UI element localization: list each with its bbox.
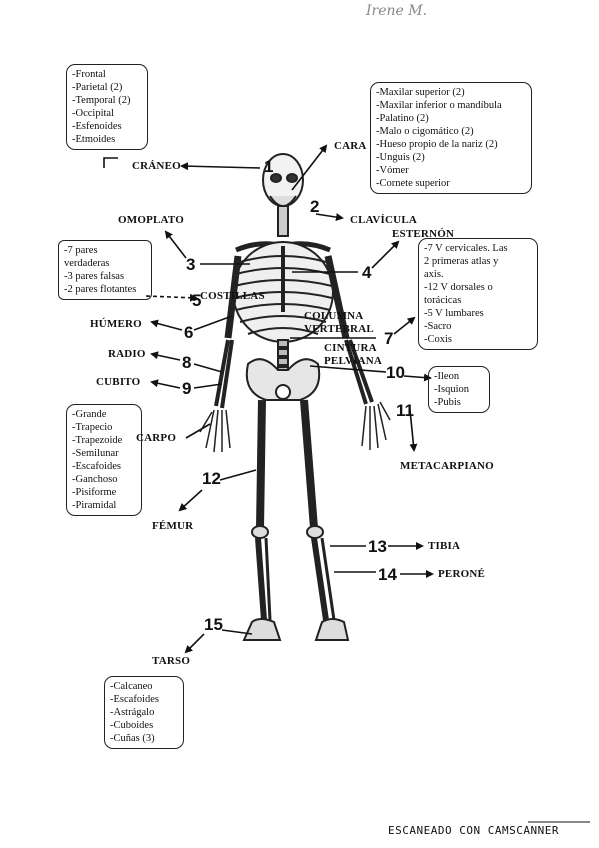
signature: Irene M. [366, 3, 428, 19]
list-item: torácicas [424, 295, 462, 306]
list-item: axis. [424, 269, 444, 280]
number-3: 3 [186, 255, 196, 274]
number-8: 8 [182, 353, 192, 372]
label-femur: FÉMUR [152, 520, 194, 532]
number-13: 13 [368, 537, 387, 556]
list-item: -Maxilar inferior o mandíbula [376, 100, 502, 111]
label-tarso: TARSO [152, 655, 191, 667]
label-cubito: CUBITO [96, 376, 141, 388]
list-item: -7 pares [64, 245, 98, 256]
list-item: -Coxis [424, 334, 453, 345]
list-item: verdaderas [64, 258, 110, 269]
number-15: 15 [204, 615, 223, 634]
label-omoplato: OMOPLATO [118, 214, 184, 226]
costillas-box: -7 pares verdaderas -3 pares falsas -2 p… [58, 240, 152, 300]
list-item: -Escafoides [110, 694, 159, 705]
label-perone: PERONÉ [438, 568, 486, 580]
list-item: -Escafoides [72, 461, 121, 472]
list-item: -Temporal (2) [72, 95, 131, 106]
number-4: 4 [362, 263, 372, 282]
list-item: -Trapecio [72, 422, 113, 433]
label-humero: HÚMERO [90, 318, 142, 330]
tarso-box: -Calcaneo -Escafoides -Astrágalo -Cuboid… [104, 676, 184, 749]
list-item: -Pubis [434, 397, 461, 408]
list-item: -2 pares flotantes [64, 284, 137, 295]
cara-bones-box: -Maxilar superior (2) -Maxilar inferior … [370, 82, 532, 194]
number-14: 14 [378, 565, 397, 584]
list-item: -Semilunar [72, 448, 119, 459]
label-columna: COLUMNA VERTEBRAL [304, 310, 374, 335]
list-item: -Unguis (2) [376, 152, 425, 163]
list-item: -Vómer [376, 165, 409, 176]
number-5: 5 [192, 291, 202, 310]
list-item: -Esfenoides [72, 121, 122, 132]
number-11: 11 [396, 401, 414, 420]
list-item: -Parietal (2) [72, 82, 123, 93]
label-metacarpiano: METACARPIANO [400, 460, 494, 472]
number-1: 1 [264, 157, 274, 176]
label-radio: RADIO [108, 348, 146, 360]
number-10: 10 [386, 363, 405, 382]
list-item: -Frontal [72, 69, 106, 80]
list-item: -3 pares falsas [64, 271, 125, 282]
label-tibia: TIBIA [428, 540, 461, 552]
list-item: -Cornete superior [376, 178, 450, 189]
carpo-box: -Grande -Trapecio -Trapezoide -Semilunar… [66, 404, 142, 516]
list-item: -Maxilar superior (2) [376, 87, 465, 98]
number-7: 7 [384, 329, 394, 348]
number-6: 6 [184, 323, 194, 342]
label-esternon: ESTERNÓN [392, 228, 455, 240]
list-item: -Grande [72, 409, 107, 420]
label-costillas: COSTILLAS [200, 290, 265, 302]
number-12: 12 [202, 469, 221, 488]
list-item: -Pisiforme [72, 487, 117, 498]
label-cara: CARA [334, 140, 367, 152]
list-item: -Trapezoide [72, 435, 123, 446]
label-clavicula: CLAVÍCULA [350, 214, 417, 226]
list-item: -Malo o cigomático (2) [376, 126, 474, 137]
list-item: -Isquion [434, 384, 469, 395]
list-item: -Ganchoso [72, 474, 118, 485]
columna-box: -7 V cervicales. Las 2 primeras atlas y … [418, 238, 538, 350]
list-item: -5 V lumbares [424, 308, 484, 319]
label-carpo: CARPO [136, 432, 177, 444]
list-item: -12 V dorsales o [424, 282, 493, 293]
number-2: 2 [310, 197, 320, 216]
list-item: 2 primeras atlas y [424, 256, 499, 267]
list-item: -Ileon [434, 371, 460, 382]
list-item: -Calcaneo [110, 681, 153, 692]
list-item: -Palatino (2) [376, 113, 429, 124]
label-cintura: CINTURA PELVIANA [324, 342, 383, 367]
list-item: -Hueso propio de la nariz (2) [376, 139, 498, 150]
list-item: -Cuboides [110, 720, 154, 731]
list-item: -Cuñas (3) [110, 733, 155, 744]
list-item: -Occipital [72, 108, 114, 119]
list-item: -Astrágalo [110, 707, 155, 718]
craneo-bones-box: -Frontal -Parietal (2) -Temporal (2) -Oc… [66, 64, 148, 150]
list-item: -Sacro [424, 321, 452, 332]
number-9: 9 [182, 379, 192, 398]
camscanner-footer: ESCANEADO CON CAMSCANNER [388, 824, 559, 837]
label-craneo: CRÁNEO [132, 160, 181, 172]
cintura-box: -Ileon -Isquion -Pubis [428, 366, 490, 413]
list-item: -Piramidal [72, 500, 117, 511]
list-item: -Etmoides [72, 134, 116, 145]
list-item: -7 V cervicales. Las [424, 243, 508, 254]
